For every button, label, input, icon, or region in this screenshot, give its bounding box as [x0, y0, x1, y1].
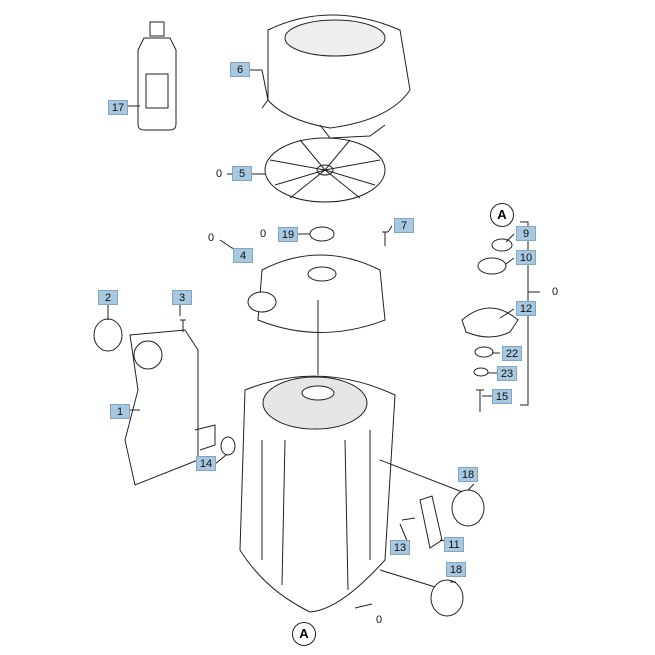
callout-17[interactable]: 17 [108, 100, 128, 115]
callout-23[interactable]: 23 [497, 366, 517, 381]
zero-label-bottom: 0 [376, 614, 383, 626]
marker-a-bottom: A [292, 622, 316, 646]
motor-housing-part [239, 300, 471, 613]
bearing-18-parts [430, 489, 485, 617]
callout-10[interactable]: 10 [516, 250, 536, 265]
callout-2[interactable]: 2 [98, 290, 118, 305]
callout-9[interactable]: 9 [516, 226, 536, 241]
callout-14[interactable]: 14 [196, 456, 216, 471]
callout-4[interactable]: 4 [233, 248, 253, 263]
oil-bottle-part [137, 21, 177, 131]
callout-11[interactable]: 11 [444, 537, 464, 552]
cap-2-part [93, 318, 123, 352]
callout-5[interactable]: 5 [232, 166, 252, 181]
callout-12[interactable]: 12 [516, 301, 536, 316]
fan-wheel-part [264, 137, 386, 203]
callout-6[interactable]: 6 [230, 62, 250, 77]
callout-7[interactable]: 7 [394, 218, 414, 233]
screw-7-part [382, 231, 388, 246]
fan-cover-part [261, 14, 411, 139]
zero-label-5: 0 [216, 168, 223, 180]
marker-a-top: A [490, 203, 514, 227]
terminal-box-part [124, 329, 216, 486]
callout-1[interactable]: 1 [110, 404, 130, 419]
callout-22[interactable]: 22 [502, 346, 522, 361]
callout-19[interactable]: 19 [278, 227, 298, 242]
callout-13[interactable]: 13 [390, 540, 410, 555]
zero-label-19: 0 [260, 228, 267, 240]
callout-18-top[interactable]: 18 [458, 467, 478, 482]
shaft-parts-group [461, 221, 540, 412]
end-shield-part [247, 254, 386, 333]
zero-label-right: 0 [552, 286, 559, 298]
screw-3-part [180, 319, 186, 332]
bearing-19-part [309, 226, 335, 242]
callout-15[interactable]: 15 [492, 389, 512, 404]
zero-label-4: 0 [208, 232, 215, 244]
callout-3[interactable]: 3 [172, 290, 192, 305]
callout-18-bottom[interactable]: 18 [446, 562, 466, 577]
o-ring-14-part [220, 436, 236, 456]
